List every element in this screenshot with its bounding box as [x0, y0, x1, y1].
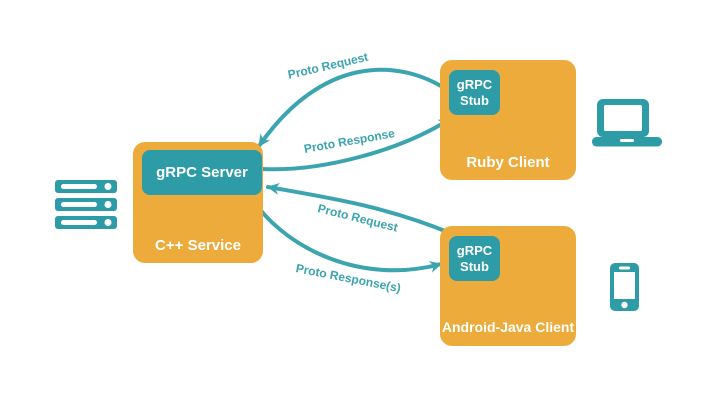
grpc-stub-box-ruby: gRPC Stub: [449, 70, 500, 115]
ruby-client-title: Ruby Client: [466, 154, 550, 171]
grpc-stub-box-android: gRPC Stub: [449, 236, 500, 281]
node-android-java-client: gRPC Stub Android-Java Client: [440, 226, 576, 346]
node-cpp-service: gRPC Server C++ Service: [133, 142, 263, 263]
edge-android-proto-request: [266, 182, 452, 235]
grpc-server-box: gRPC Server: [142, 150, 262, 195]
edge-android-proto-response: [248, 193, 443, 273]
laptop-icon: [592, 99, 662, 147]
grpc-stub-label-android: gRPC Stub: [456, 242, 493, 274]
android-java-client-title: Android-Java Client: [441, 319, 575, 335]
edge-ruby-proto-response: [260, 117, 452, 172]
smartphone-icon: [610, 263, 639, 311]
grpc-stub-label-ruby: gRPC Stub: [456, 76, 493, 108]
grpc-server-label: gRPC Server: [156, 164, 248, 181]
node-ruby-client: gRPC Stub Ruby Client: [440, 60, 576, 180]
edge-ruby-proto-request: [257, 67, 451, 148]
server-rack-icon: [55, 180, 117, 229]
cpp-service-title: C++ Service: [155, 237, 241, 254]
